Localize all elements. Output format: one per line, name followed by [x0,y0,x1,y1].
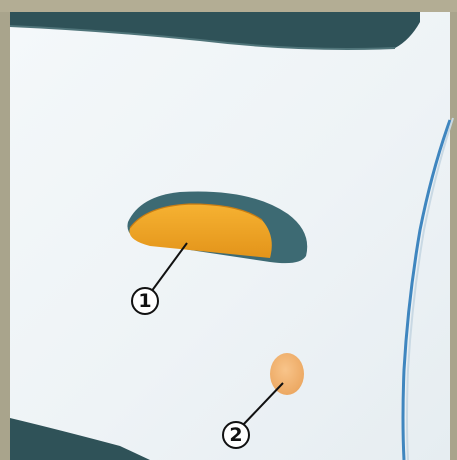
photo-frame-top-band [0,0,457,12]
fuel-flap-lock [270,353,304,395]
callout-fuel-flap-lock: 2 [222,421,250,449]
callout-label-2: 2 [229,426,242,445]
callout-door-handle: 1 [131,287,159,315]
callout-label-1: 1 [138,292,151,311]
